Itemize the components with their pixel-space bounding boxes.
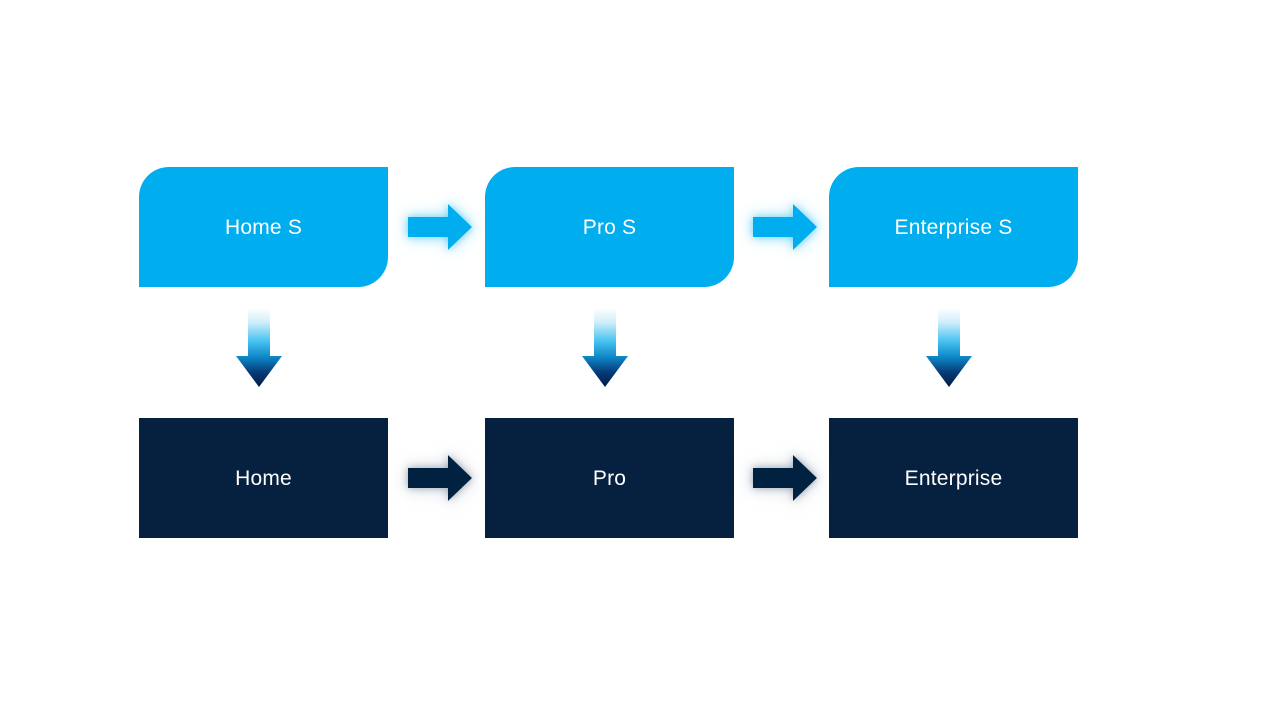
node-enterprise[interactable]: Enterprise — [829, 418, 1078, 538]
arrow-down-icon-enterprise-s-to-enterprise — [925, 308, 973, 388]
node-home[interactable]: Home — [139, 418, 388, 538]
node-enterprise-s[interactable]: Enterprise S — [829, 167, 1078, 287]
arrow-right-icon-pro-s-to-enterprise-s — [749, 199, 821, 255]
arrow-down-icon-home-s-to-home — [235, 308, 283, 388]
node-label: Enterprise — [904, 466, 1003, 490]
node-pro[interactable]: Pro — [485, 418, 734, 538]
node-label: Enterprise S — [894, 215, 1013, 239]
node-pro-s[interactable]: Pro S — [485, 167, 734, 287]
node-label: Pro — [592, 466, 627, 490]
node-label: Home — [235, 466, 292, 490]
arrow-right-icon-home-s-to-pro-s — [404, 199, 476, 255]
node-label: Pro S — [582, 215, 637, 239]
node-home-s[interactable]: Home S — [139, 167, 388, 287]
arrow-right-icon-home-to-pro — [404, 450, 476, 506]
arrow-right-icon-pro-to-enterprise — [749, 450, 821, 506]
node-label: Home S — [224, 215, 303, 239]
arrow-down-icon-pro-s-to-pro — [581, 308, 629, 388]
